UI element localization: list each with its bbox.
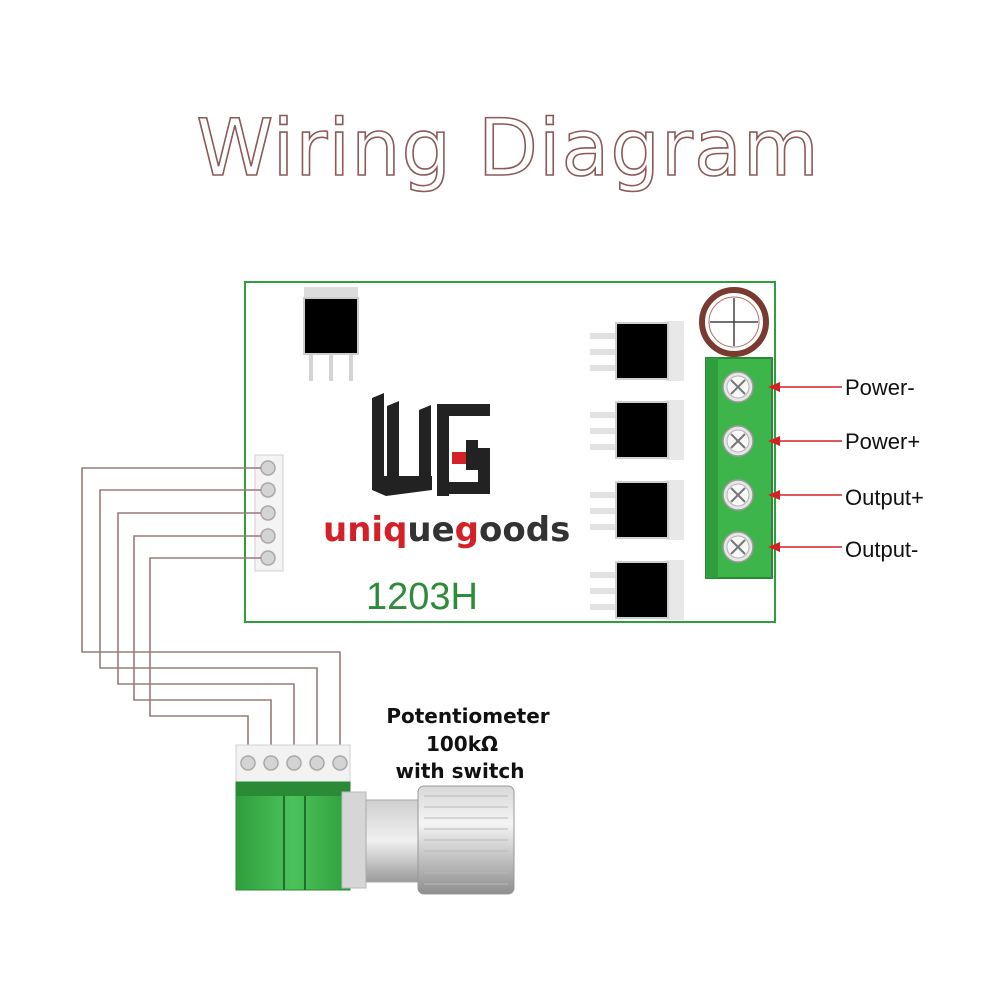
mosfet-component bbox=[590, 400, 684, 460]
pot-pin bbox=[240, 755, 256, 771]
pot-pin bbox=[263, 755, 279, 771]
pot-pin bbox=[309, 755, 325, 771]
terminal-label-power-minus: Power- bbox=[845, 375, 915, 400]
brand-part1: uniq bbox=[323, 510, 407, 550]
terminal-label-output-plus: Output+ bbox=[845, 485, 924, 510]
wire bbox=[99, 489, 318, 756]
diagram-title: Wiring Diagram bbox=[196, 104, 819, 194]
pot-label-line3: with switch bbox=[396, 759, 525, 783]
mosfet-component bbox=[590, 560, 684, 620]
mosfet-group bbox=[590, 321, 684, 620]
terminal-screws bbox=[722, 371, 754, 563]
wire bbox=[117, 512, 295, 756]
arrow-left-icon bbox=[768, 436, 842, 446]
mosfet-component bbox=[590, 321, 684, 381]
brand-part2: ue bbox=[407, 510, 454, 550]
arrow-left-icon bbox=[768, 382, 842, 392]
pot-pin bbox=[332, 755, 348, 771]
brand-highlight: g bbox=[455, 510, 479, 550]
potentiometer-pins bbox=[240, 755, 348, 771]
board-pin bbox=[260, 460, 276, 476]
mosfet-component bbox=[590, 480, 684, 540]
wire bbox=[133, 535, 272, 756]
wires bbox=[81, 467, 341, 756]
arrow-left-icon bbox=[768, 542, 842, 552]
potentiometer bbox=[235, 744, 515, 895]
wire bbox=[149, 557, 261, 756]
regulator-component bbox=[303, 287, 359, 381]
brand-part3: oods bbox=[479, 510, 570, 550]
pot-pin bbox=[286, 755, 302, 771]
knob-ridges bbox=[424, 795, 508, 885]
model-number: 1203H bbox=[366, 576, 478, 618]
ug-logo bbox=[372, 393, 490, 496]
crosshair-hole-icon bbox=[699, 287, 769, 357]
board-pin bbox=[260, 550, 276, 566]
screw-x-icon bbox=[722, 371, 754, 403]
screw-x-icon bbox=[722, 531, 754, 563]
terminal-arrows bbox=[768, 382, 842, 552]
board-pin bbox=[260, 528, 276, 544]
pot-label-line2: 100kΩ bbox=[426, 732, 498, 756]
terminal-label-power-plus: Power+ bbox=[845, 429, 920, 454]
screw-x-icon bbox=[722, 479, 754, 511]
arrow-left-icon bbox=[768, 490, 842, 500]
wire bbox=[81, 467, 341, 756]
board-pin bbox=[260, 505, 276, 521]
screw-x-icon bbox=[722, 425, 754, 457]
pot-label-line1: Potentiometer bbox=[386, 704, 549, 728]
brand-name: uniquegoods bbox=[323, 510, 570, 550]
board-pin bbox=[260, 482, 276, 498]
terminal-label-output-minus: Output- bbox=[845, 537, 918, 562]
